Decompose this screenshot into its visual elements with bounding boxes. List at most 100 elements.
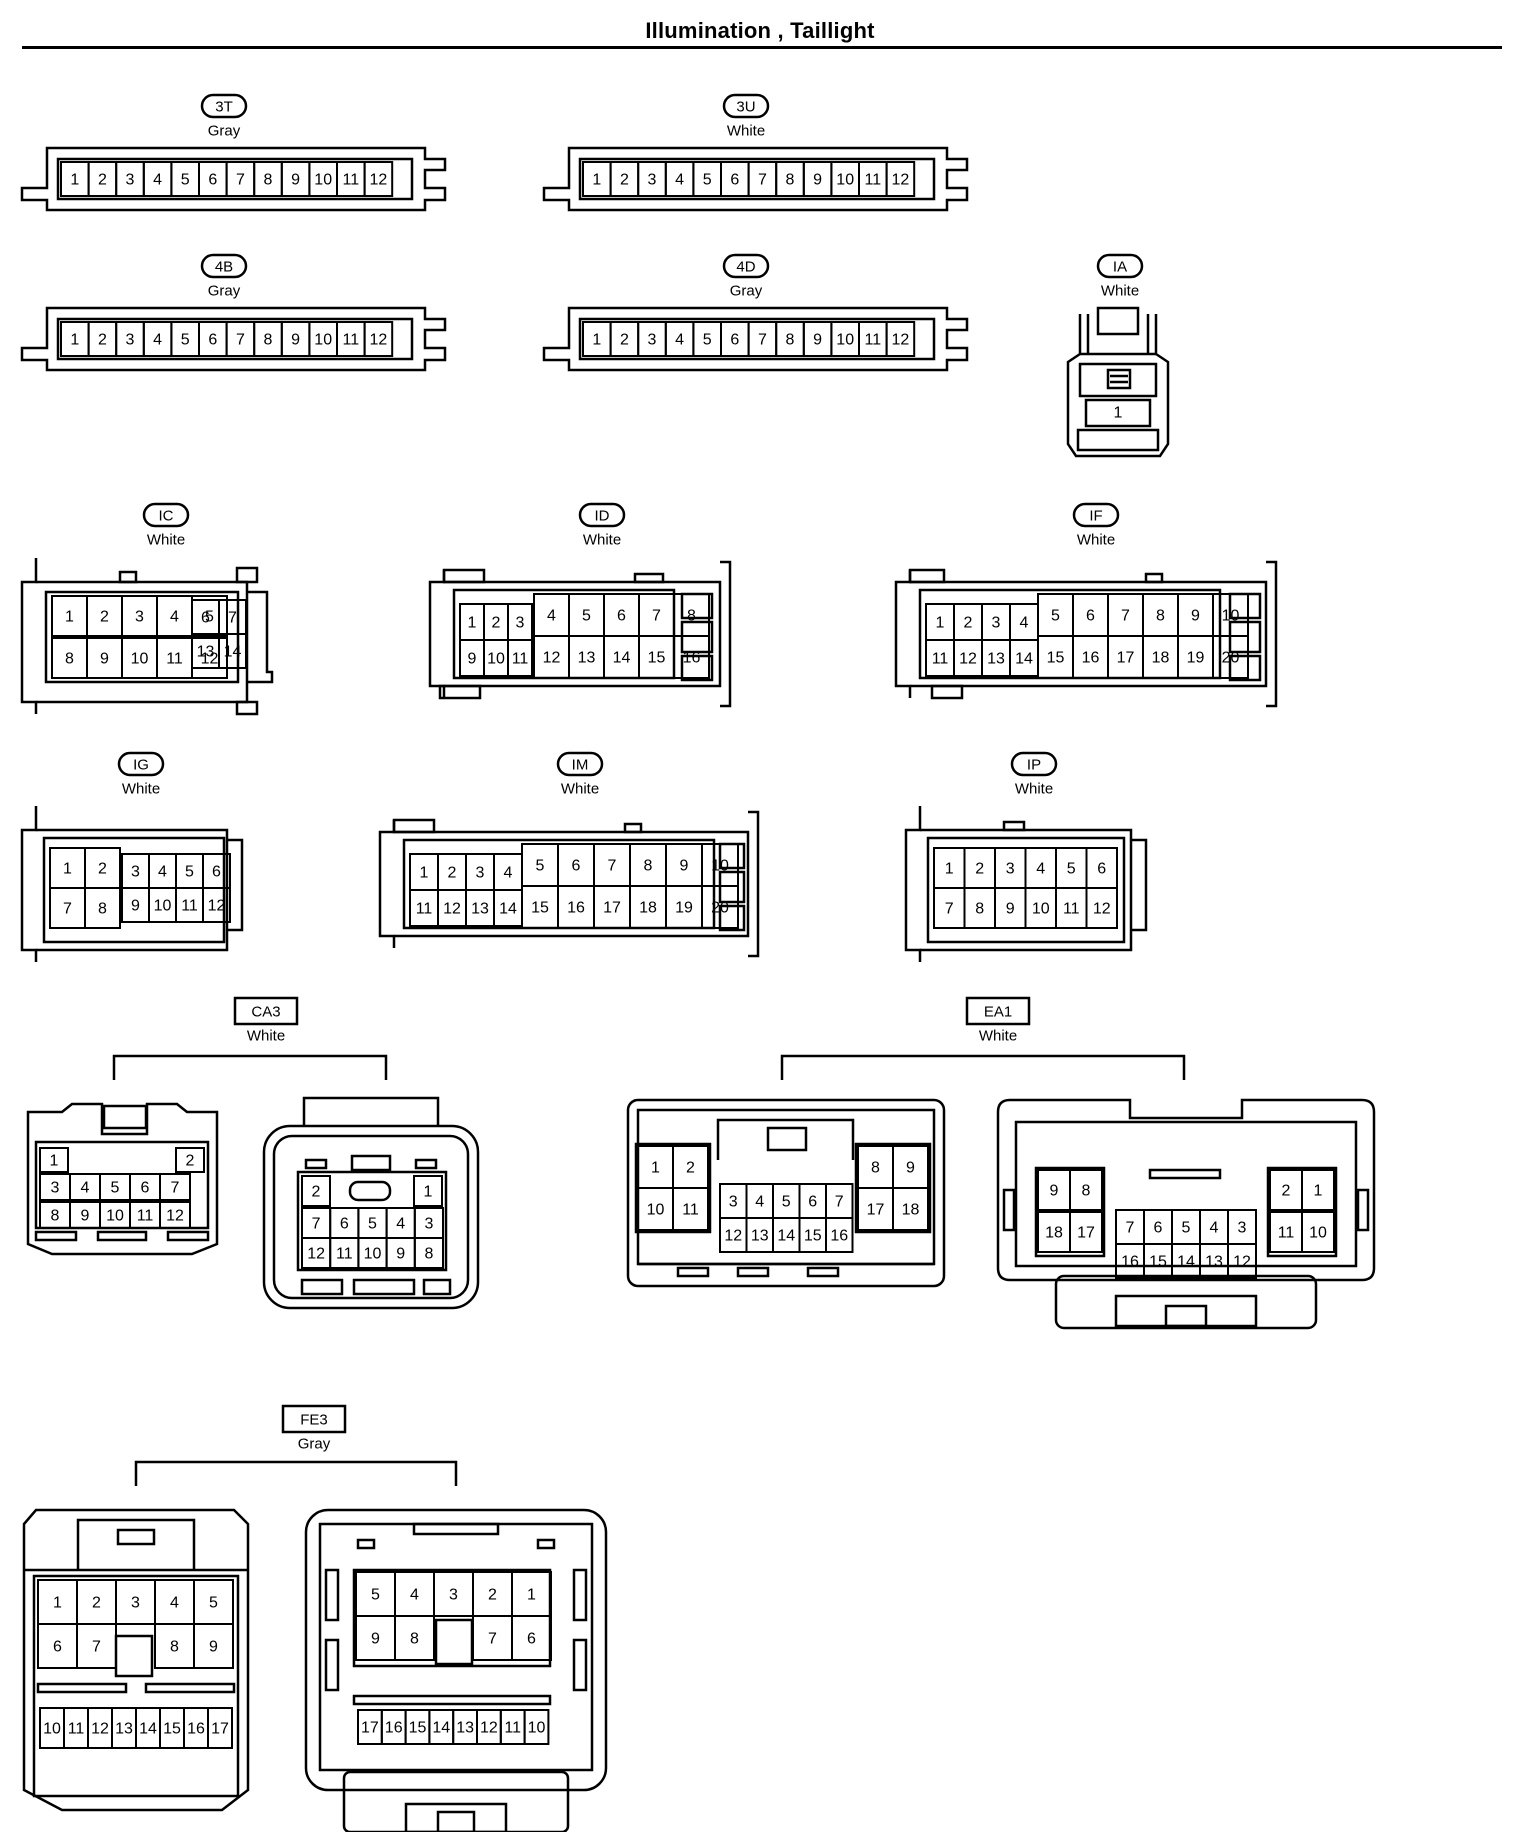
key (930, 684, 964, 700)
pin-FE3-4: 4 (170, 1595, 179, 1612)
latch (350, 1154, 392, 1172)
pin-cell (885, 321, 916, 357)
pin-3T-4: 4 (153, 172, 162, 189)
latch (1164, 1304, 1208, 1328)
connector-id-oval (1072, 502, 1120, 528)
connector-id-oval (200, 93, 248, 119)
pin-CA3-5: 5 (111, 1180, 120, 1197)
pin-IM-3: 3 (476, 865, 485, 882)
pin-3T-9: 9 (291, 172, 300, 189)
pin-IG-8: 8 (98, 901, 107, 918)
pin-EA1-11: 11 (682, 1202, 699, 1219)
connector-top (302, 1096, 440, 1126)
pin-EA1-7: 7 (1126, 1220, 1135, 1237)
pin-frame (42, 836, 226, 944)
connector-id: 4D (736, 259, 755, 276)
pin-cell (413, 1237, 444, 1269)
pin-cell (159, 1173, 191, 1201)
pin-IP-11: 11 (1063, 901, 1080, 918)
pin-4B-11: 11 (342, 332, 359, 349)
pin-3U-10: 10 (836, 172, 854, 189)
pin-IM-20: 20 (711, 900, 729, 917)
pin-ID-15: 15 (648, 650, 666, 667)
pin-4D-12: 12 (892, 332, 910, 349)
connector-body (20, 306, 447, 372)
pin-cell (885, 161, 916, 197)
pin-FE3-2: 2 (92, 1595, 101, 1612)
pin-cell (672, 1187, 709, 1231)
connector-id-oval (556, 751, 604, 777)
connector-id: 4B (215, 259, 233, 276)
pin-EA1-1: 1 (1314, 1183, 1323, 1200)
pin-EA1-14: 14 (777, 1228, 795, 1245)
pin-CA3-10: 10 (106, 1208, 124, 1225)
pin-CA3-12: 12 (307, 1246, 325, 1263)
connector-body (542, 306, 969, 372)
lower-lock (1054, 1274, 1318, 1330)
pin-cell (892, 1187, 929, 1231)
pin-4B-8: 8 (264, 332, 273, 349)
pin-cell (1227, 1243, 1257, 1279)
pin-3U-4: 4 (675, 172, 684, 189)
key (633, 572, 665, 584)
pin-IF-3: 3 (992, 615, 1001, 632)
pin-IC-7: 7 (228, 610, 237, 627)
key (806, 1266, 840, 1278)
pin-FE3-10: 10 (528, 1720, 546, 1737)
pin-4B-9: 9 (291, 332, 300, 349)
connector-id-box (281, 1404, 347, 1434)
pin-4D-1: 1 (592, 332, 601, 349)
connector-body (20, 146, 447, 212)
pin-IC-6: 6 (201, 610, 210, 627)
pin-IP-2: 2 (975, 861, 984, 878)
pin-FE3-5: 5 (371, 1587, 380, 1604)
pin-3U-3: 3 (648, 172, 657, 189)
pin-IM-6: 6 (572, 858, 581, 875)
latch (76, 1518, 196, 1570)
pin-EA1-18: 18 (1045, 1225, 1063, 1242)
pin-EA1-10: 10 (1309, 1225, 1327, 1242)
key (392, 818, 436, 834)
pin-cell (39, 1147, 69, 1173)
pin-IC-13: 13 (197, 644, 215, 661)
pin-IM-1: 1 (420, 865, 429, 882)
key (623, 822, 643, 834)
connector-id-oval (1010, 751, 1058, 777)
connector-color: Gray (298, 1436, 331, 1453)
pin-cell (673, 635, 710, 679)
pin-IP-12: 12 (1093, 901, 1111, 918)
pin-frame (634, 1142, 712, 1234)
pin-IP-1: 1 (945, 861, 954, 878)
pin-cell (701, 885, 739, 929)
lock-tab (1106, 368, 1132, 390)
connector-id-oval (722, 253, 770, 279)
pin-IM-14: 14 (499, 901, 517, 918)
housing-right (227, 838, 244, 932)
connector-id-oval (200, 253, 248, 279)
pin-cell (301, 1175, 331, 1207)
pin-CA3-12: 12 (166, 1208, 184, 1225)
pin-ID-13: 13 (578, 650, 596, 667)
connector-body (996, 1098, 1376, 1282)
pin-IF-5: 5 (1051, 608, 1060, 625)
pin-3T-2: 2 (98, 172, 107, 189)
housing-left (20, 806, 38, 962)
pin-4B-4: 4 (153, 332, 162, 349)
housing-left (428, 570, 446, 698)
connector-body (26, 1102, 219, 1256)
key (304, 1158, 328, 1170)
pin-frame (56, 157, 414, 201)
connector-id: 3U (736, 99, 755, 116)
connector-color: White (979, 1028, 1017, 1045)
pin-CA3-4: 4 (81, 1180, 90, 1197)
side-rib (324, 1638, 340, 1692)
pin-cell (363, 161, 394, 197)
pin-IM-17: 17 (603, 900, 621, 917)
pin-frame (56, 317, 414, 361)
slot (680, 654, 714, 682)
pin-IG-10: 10 (154, 898, 172, 915)
pin-IF-18: 18 (1152, 650, 1170, 667)
pin-EA1-3: 3 (729, 1194, 738, 1211)
pin-EA1-12: 12 (1233, 1254, 1251, 1271)
pin-FE3-11: 11 (504, 1720, 521, 1737)
